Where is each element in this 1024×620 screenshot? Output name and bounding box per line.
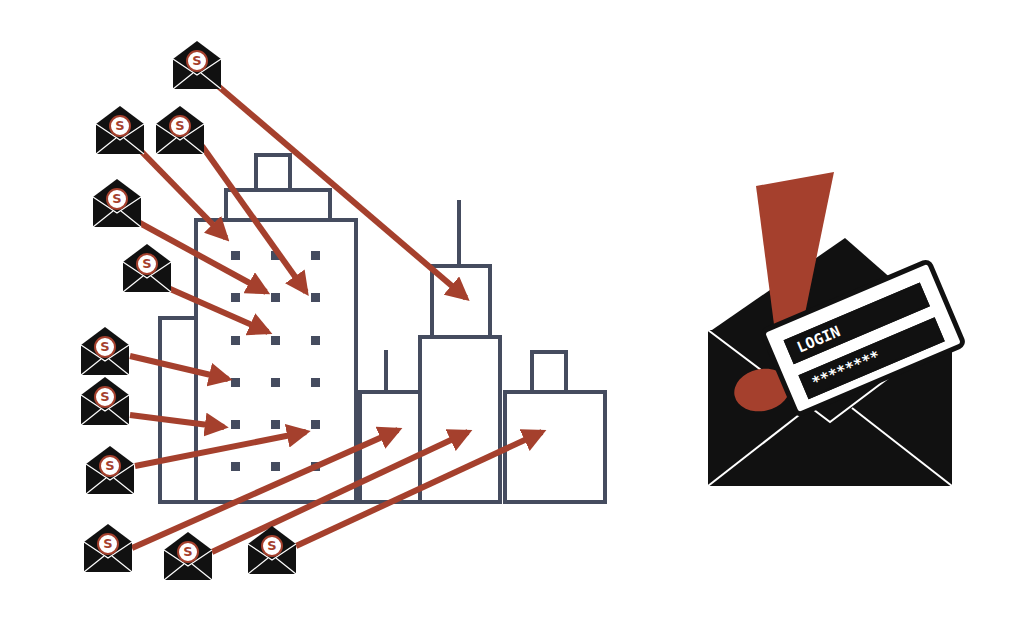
envelope-mark: S: [98, 534, 118, 554]
envelope-mark: S: [100, 456, 120, 476]
spam-arrows: [130, 86, 542, 552]
envelope-mark: S: [170, 116, 190, 136]
envelope-icons: [81, 41, 296, 580]
envelope-mark: S: [110, 116, 130, 136]
envelope-mark: S: [137, 254, 157, 274]
phishing-envelope: [708, 172, 952, 486]
envelope-mark: S: [95, 387, 115, 407]
envelope-mark: S: [262, 536, 282, 556]
envelope-mark: S: [187, 51, 207, 71]
envelope-mark: S: [178, 542, 198, 562]
envelope-mark: S: [107, 189, 127, 209]
envelope-mark: S: [95, 337, 115, 357]
